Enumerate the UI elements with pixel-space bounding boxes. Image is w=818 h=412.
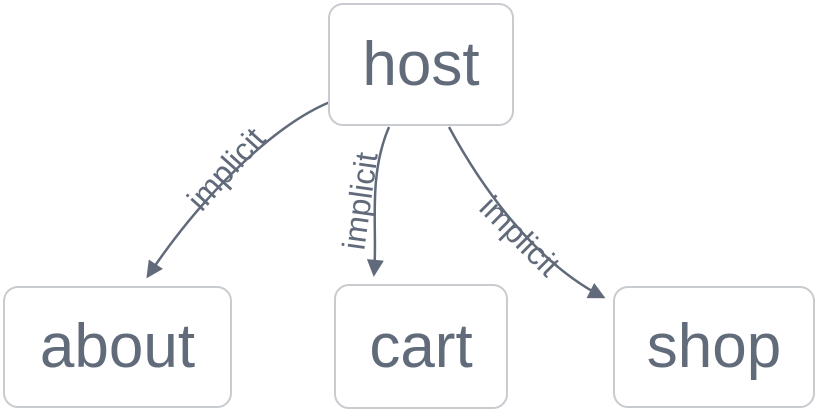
node-host-label: host — [362, 29, 480, 99]
node-cart[interactable]: cart — [334, 284, 508, 409]
node-shop-label: shop — [646, 312, 782, 381]
edge-label-host-cart: implicit — [335, 150, 384, 252]
edge-host-shop — [447, 126, 606, 299]
edge-host-about — [146, 100, 331, 279]
node-about[interactable]: about — [3, 286, 232, 408]
node-shop[interactable]: shop — [613, 286, 815, 408]
node-cart-label: cart — [369, 311, 473, 381]
node-host[interactable]: host — [328, 3, 514, 126]
node-about-label: about — [39, 312, 196, 381]
edge-host-cart — [366, 126, 391, 277]
edge-label-host-about: implicit — [180, 121, 272, 218]
edge-label-host-shop: implicit — [473, 189, 568, 284]
